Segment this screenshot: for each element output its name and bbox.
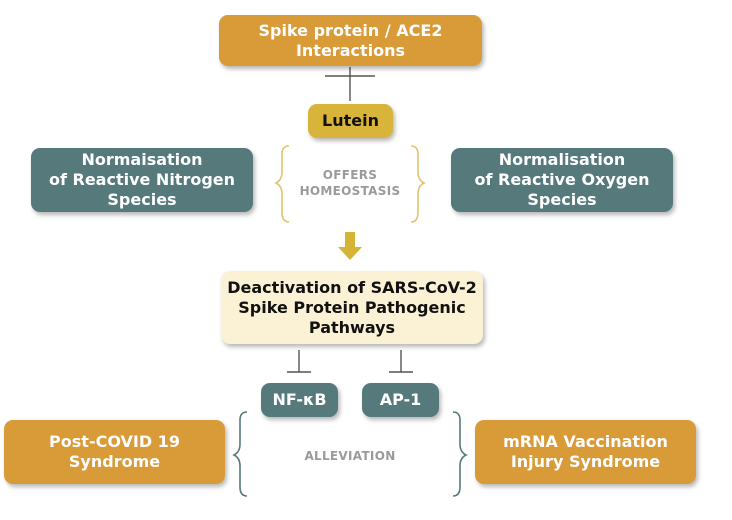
mrna-label: mRNA Vaccination Injury Syndrome — [503, 432, 668, 471]
post-covid-label: Post-COVID 19 Syndrome — [49, 432, 180, 471]
mrna-node: mRNA Vaccination Injury Syndrome — [475, 420, 696, 484]
nfkb-label: NF-κB — [272, 390, 327, 409]
alleviation-right-brace — [452, 411, 468, 497]
offers-homeostasis-label: OFFERS HOMEOSTASIS — [299, 168, 401, 199]
spike-ace2-node: Spike protein / ACE2 Interactions — [219, 15, 482, 66]
ros-label: Normalisation of Reactive Oxygen Species — [474, 150, 650, 209]
ap1-node: AP-1 — [362, 383, 439, 417]
offers-left-brace — [274, 145, 290, 223]
rns-label: Normaisation of Reactive Nitrogen Specie… — [48, 150, 236, 209]
spike-ace2-label: Spike protein / ACE2 Interactions — [258, 20, 443, 60]
lutein-node: Lutein — [308, 104, 393, 138]
alleviation-label: ALLEVIATION — [304, 449, 396, 463]
lutein-label: Lutein — [322, 111, 379, 130]
post-covid-node: Post-COVID 19 Syndrome — [4, 420, 225, 484]
deactivation-label: Deactivation of SARS-CoV-2 Spike Protein… — [227, 277, 477, 337]
down-arrow-icon — [338, 232, 362, 260]
deactivation-node: Deactivation of SARS-CoV-2 Spike Protein… — [221, 271, 483, 344]
ap1-label: AP-1 — [379, 390, 422, 409]
rns-node: Normaisation of Reactive Nitrogen Specie… — [31, 148, 253, 212]
alleviation-left-brace — [232, 411, 248, 497]
nfkb-node: NF-κB — [261, 383, 338, 417]
offers-right-brace — [410, 145, 426, 223]
ros-node: Normalisation of Reactive Oxygen Species — [451, 148, 673, 212]
